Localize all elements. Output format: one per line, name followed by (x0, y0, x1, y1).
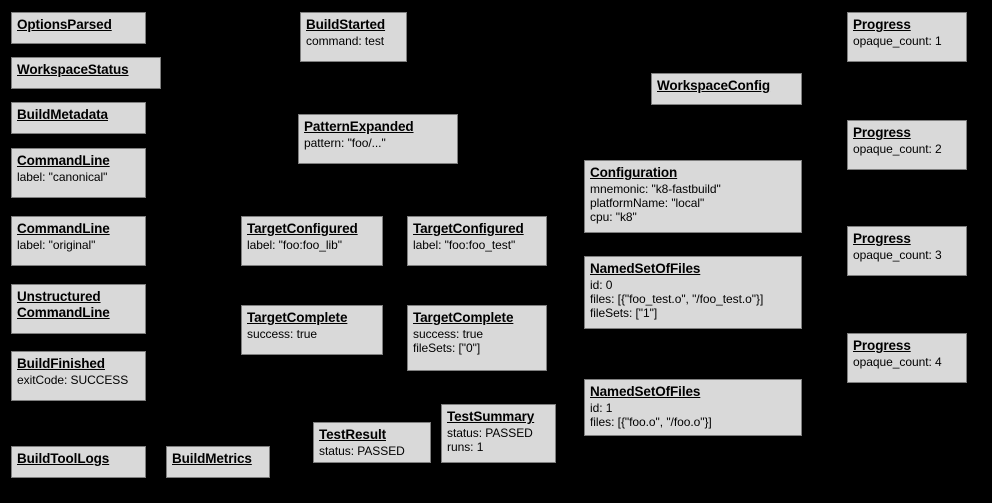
node-title: CommandLine (17, 221, 110, 236)
node-fields: id: 0 files: [{"foo_test.o", "/foo_test.… (590, 277, 764, 321)
node-title: TargetConfigured (247, 221, 358, 236)
node-fields: success: true fileSets: ["0"] (413, 326, 484, 356)
node-fields: success: true (247, 326, 318, 341)
node-title: BuildMetrics (172, 451, 252, 466)
node-title: TargetComplete (247, 310, 348, 325)
node-title: PatternExpanded (304, 119, 414, 134)
node-title: BuildToolLogs (17, 451, 110, 466)
node-fields: status: PASSED runs: 1 (447, 425, 533, 455)
node-title: TestResult (319, 427, 387, 442)
node-fields: label: "original" (17, 237, 96, 252)
node-fields: mnemonic: "k8-fastbuild" platformName: "… (590, 181, 721, 225)
node-title: TestSummary (447, 409, 535, 424)
node-fields: opaque_count: 3 (853, 247, 942, 262)
node-fields: opaque_count: 4 (853, 354, 942, 369)
node-build-tool-logs[interactable]: BuildToolLogs (11, 446, 146, 478)
node-title: Progress (853, 17, 911, 32)
node-unstructured-command-line[interactable]: Unstructured CommandLine (11, 284, 146, 334)
node-title: NamedSetOfFiles (590, 261, 701, 276)
node-fields: opaque_count: 2 (853, 141, 942, 156)
node-title: Configuration (590, 165, 678, 180)
node-title: Progress (853, 338, 911, 353)
node-title: NamedSetOfFiles (590, 384, 701, 399)
node-title: BuildFinished (17, 356, 105, 371)
node-title: CommandLine (17, 153, 110, 168)
node-title: Progress (853, 231, 911, 246)
node-title: Unstructured CommandLine (17, 289, 110, 320)
node-title: BuildMetadata (17, 107, 108, 122)
node-build-metadata[interactable]: BuildMetadata (11, 102, 146, 134)
node-fields: label: "foo:foo_test" (413, 237, 516, 252)
node-fields: command: test (306, 33, 385, 48)
node-workspace-config[interactable]: WorkspaceConfig (651, 73, 802, 105)
node-fields: pattern: "foo/..." (304, 135, 386, 150)
node-fields: opaque_count: 1 (853, 33, 942, 48)
node-title: BuildStarted (306, 17, 386, 32)
node-fields: label: "foo:foo_lib" (247, 237, 342, 252)
node-fields: label: "canonical" (17, 169, 108, 184)
node-title: WorkspaceConfig (657, 78, 771, 93)
node-title: TargetConfigured (413, 221, 524, 236)
node-fields: status: PASSED (319, 443, 405, 458)
node-options-parsed[interactable]: OptionsParsed (11, 12, 146, 44)
node-title: WorkspaceStatus (17, 62, 129, 77)
node-title: TargetComplete (413, 310, 514, 325)
node-build-metrics[interactable]: BuildMetrics (166, 446, 270, 478)
node-fields: id: 1 files: [{"foo.o", "/foo.o"}] (590, 400, 712, 430)
node-workspace-status[interactable]: WorkspaceStatus (11, 57, 161, 89)
node-fields: exitCode: SUCCESS (17, 372, 129, 387)
node-title: OptionsParsed (17, 17, 112, 32)
node-title: Progress (853, 125, 911, 140)
